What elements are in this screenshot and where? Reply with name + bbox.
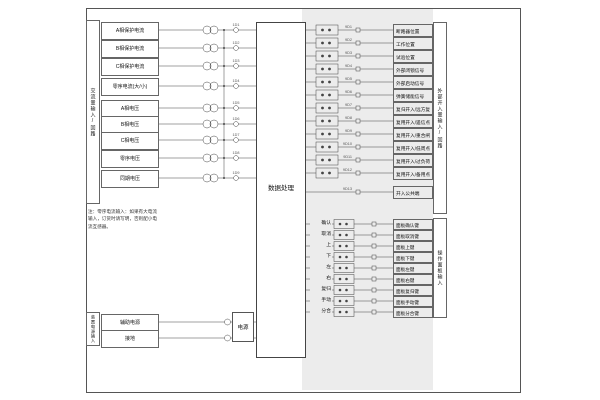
analog-pin-label: 1D8	[233, 151, 240, 155]
analog-pin-label: 1D6	[233, 117, 240, 121]
panel-key-label: 左	[326, 265, 331, 270]
power-row-label: 接地	[101, 330, 159, 348]
panel-key-label: 手动	[321, 298, 331, 303]
analog-row-label: 同期电压	[101, 170, 159, 188]
analog-row-label: C相电压	[101, 132, 159, 150]
binary-input-label: 复用开入/备用点	[393, 166, 433, 180]
binary-input-label: 外部闭锁信号	[393, 62, 433, 76]
panel-key-label: 分合	[321, 309, 331, 314]
data-processing-block	[256, 22, 306, 358]
panel-section-label: 操作面板输入	[433, 218, 447, 318]
analog-pin-label: 1D5	[233, 101, 240, 105]
analog-section-label: 交流量输入/回路	[86, 20, 100, 204]
data-processing-label: 数据处理	[268, 185, 294, 192]
analog-pin-label: 1D3	[233, 59, 240, 63]
binary-input-label: 弹簧储能信号	[393, 88, 433, 102]
binary-input-label: 试验位置	[393, 49, 433, 63]
panel-key-label: 右	[326, 276, 331, 281]
panel-input-label: 面板复归键	[393, 284, 433, 296]
power-section-label: 装置电源输入	[86, 312, 100, 346]
binary-pin-label: 9D6	[345, 90, 352, 94]
panel-input-label: 面板上键	[393, 240, 433, 252]
binary-input-label: 复用开入/重合闸	[393, 127, 433, 141]
binary-section-label: 外部开入量输入/回路	[433, 22, 447, 214]
binary-pin-label: 9D9	[345, 129, 352, 133]
binary-input-label: 复用开入/遥信点	[393, 114, 433, 128]
note-text: 注：零序电流输入：如果有大电流 输入，订货时请写明，否则配小电 流互感器。	[88, 208, 238, 230]
panel-key-label: 复归	[321, 287, 331, 292]
power-block-label: 电源	[237, 325, 249, 331]
binary-input-label: 断路器位置	[393, 23, 433, 37]
analog-row-label: A相保护电流	[101, 22, 159, 40]
analog-pin-label: 1D4	[233, 79, 240, 83]
binary-pin-label: 9D1	[345, 25, 352, 29]
panel-key-label: 下	[326, 254, 331, 259]
analog-pin-label: 1D2	[233, 41, 240, 45]
binary-input-label: 工作位置	[393, 36, 433, 50]
analog-pin-label: 1D7	[233, 133, 240, 137]
binary-pin-label: 9D7	[345, 103, 352, 107]
binary-pin-label: 9D8	[345, 116, 352, 120]
panel-input-label: 面板分合键	[393, 306, 433, 318]
binary-pin-label: 9D5	[345, 77, 352, 81]
binary-pin-label: 9D10	[343, 142, 352, 146]
panel-input-label: 面板确认键	[393, 218, 433, 230]
binary-pin-label: 9D3	[345, 51, 352, 55]
panel-key-label: 上	[326, 243, 331, 248]
binary-input-label: 复用开入/过负荷	[393, 153, 433, 167]
analog-row-label: 零序电流(大/小)	[101, 78, 159, 96]
panel-input-label: 面板下键	[393, 251, 433, 263]
binary-pin-label: 9D11	[343, 155, 352, 159]
panel-input-label: 面板左键	[393, 262, 433, 274]
analog-pin-label: 1D1	[233, 23, 240, 27]
binary-pin-label: 9D12	[343, 168, 352, 172]
analog-row-label: B相保护电流	[101, 40, 159, 58]
panel-key-label: 取消	[321, 232, 331, 237]
binary-pin-label: 9D13	[343, 187, 352, 191]
panel-input-label: 面板右键	[393, 273, 433, 285]
analog-row-label: 零序电压	[101, 150, 159, 168]
binary-input-label: 复用开入/低周点	[393, 140, 433, 154]
binary-input-label: 开入公共端	[393, 185, 433, 199]
binary-input-label: 外部启动信号	[393, 75, 433, 89]
panel-input-label: 面板取消键	[393, 229, 433, 241]
note-text-line: 流互感器。	[88, 223, 111, 229]
panel-input-label: 面板手动键	[393, 295, 433, 307]
analog-row-label: C相保护电流	[101, 58, 159, 76]
binary-pin-label: 9D4	[345, 64, 352, 68]
panel-key-label: 确认	[321, 221, 331, 226]
analog-pin-label: 1D9	[233, 171, 240, 175]
shaded-band	[302, 9, 433, 390]
note-text-line: 注：零序电流输入：如果有大电流	[88, 209, 157, 214]
binary-pin-label: 9D2	[345, 38, 352, 42]
binary-input-label: 复归开入/远方复归	[393, 101, 433, 115]
power-block: 电源	[232, 312, 254, 342]
note-text-line: 输入，订货时请写明，否则配小电	[88, 216, 157, 222]
